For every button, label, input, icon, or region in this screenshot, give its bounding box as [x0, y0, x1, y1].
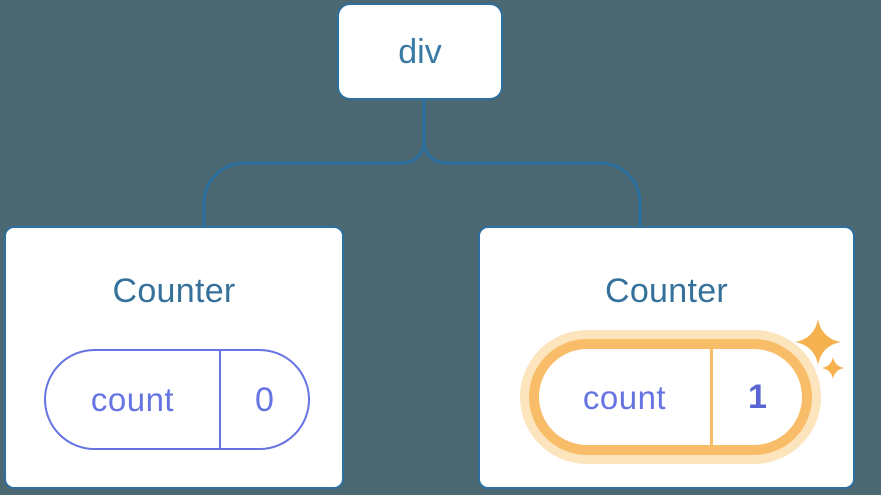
- state-key-label: count: [582, 378, 667, 416]
- component-title: Counter: [112, 272, 236, 310]
- pill-divider: [219, 351, 221, 448]
- state-value-label: 1: [748, 378, 767, 416]
- sparkles-icon: [795, 319, 844, 379]
- connector-branch-right: [422, 100, 642, 227]
- sparkle-small: [822, 357, 844, 379]
- connector-branch-left: [202, 100, 426, 227]
- root-node: div: [337, 3, 503, 100]
- counter-card-left: Counter count 0: [4, 226, 344, 489]
- counter-card-right-highlighted: Counter count 1: [478, 226, 855, 489]
- state-value-section: 1: [713, 349, 802, 445]
- root-node-label: div: [398, 32, 442, 71]
- state-value-section: 0: [221, 351, 308, 448]
- sparkle-large: [795, 319, 841, 365]
- state-pill-highlighted: count 1: [529, 339, 812, 455]
- state-key-section: count: [539, 349, 710, 445]
- component-title: Counter: [604, 272, 729, 310]
- state-value-label: 0: [255, 380, 274, 419]
- state-pill: count 0: [44, 349, 310, 450]
- state-key-section: count: [46, 351, 219, 448]
- pill-divider: [710, 349, 713, 445]
- state-key-label: count: [90, 381, 175, 418]
